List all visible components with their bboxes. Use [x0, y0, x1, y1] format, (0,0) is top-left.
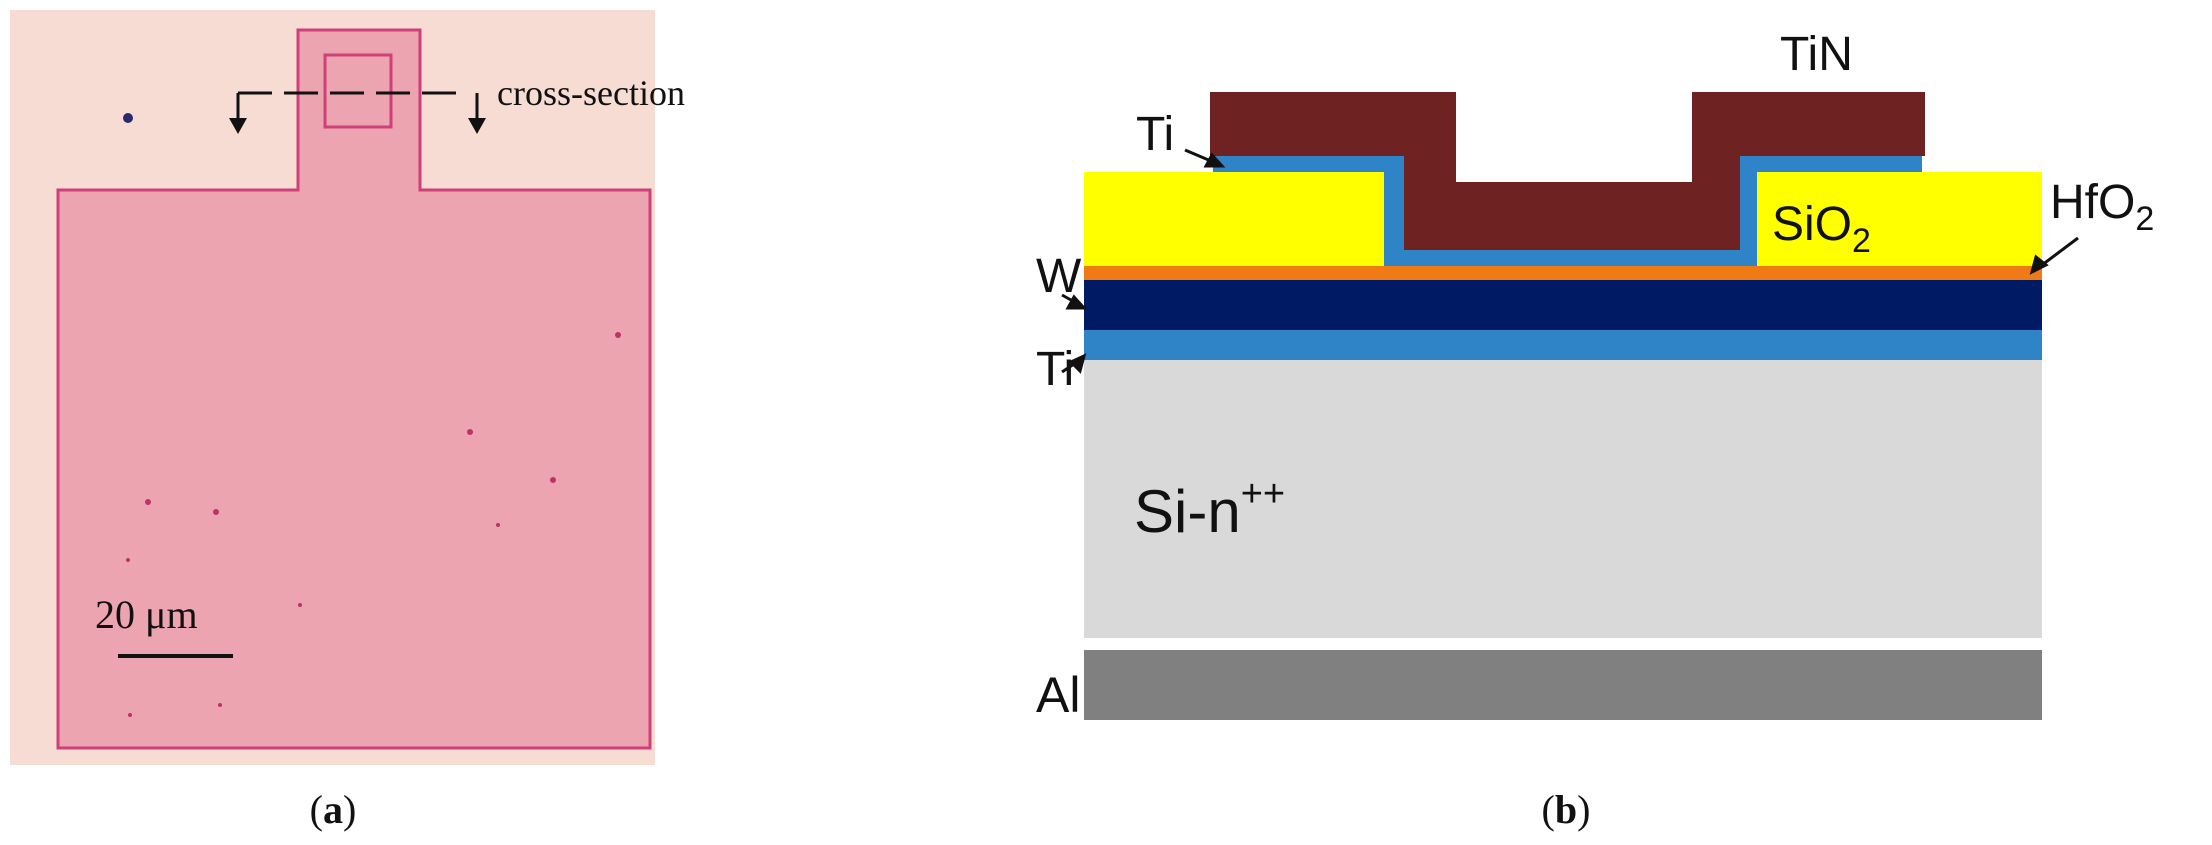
defect-dot [615, 332, 621, 338]
ti-top-liner [1213, 156, 1922, 266]
si-substrate-label: Si-n++ [1134, 473, 1285, 545]
panel-b: TiN Ti SiO2 HfO2 W Ti Si-n++ Al (b) [1036, 28, 2154, 832]
sio2-right [1757, 172, 2042, 266]
defect-dot [218, 703, 222, 707]
ti-bottom-layer [1084, 328, 2042, 360]
w-label: W [1036, 250, 1082, 303]
sio2-left [1084, 172, 1384, 266]
leader-arrows [1061, 148, 2079, 374]
cross-section-marker [236, 91, 479, 122]
cross-section-label: cross-section [497, 73, 685, 113]
panel-a-caption: (a) [310, 787, 357, 832]
al-label: Al [1036, 667, 1080, 723]
w-layer [1084, 280, 2042, 330]
defect-dot [550, 477, 556, 483]
ti-top-label: Ti [1136, 108, 1174, 161]
defect-dot [213, 509, 219, 515]
panel-a: cross-section 20 μm (a) [10, 10, 685, 832]
tin-electrode [1210, 92, 1925, 250]
cross-section-arrowhead-left [229, 118, 247, 134]
defect-dot [467, 429, 473, 435]
hfo2-label: HfO2 [2050, 176, 2154, 238]
via-window [323, 53, 393, 129]
tin-label: TiN [1780, 28, 1853, 81]
defect-dot [126, 558, 130, 562]
defect-dot [128, 713, 132, 717]
scale-bar-label: 20 μm [95, 592, 198, 637]
ti-bottom-label: Ti [1036, 343, 1074, 396]
sio2-label: SiO2 [1772, 198, 1871, 260]
hfo2-layer [1084, 266, 2042, 280]
cross-section-arrowhead-right [468, 118, 486, 134]
defect-dot [145, 499, 151, 505]
al-layer [1084, 650, 2042, 720]
defect-dot [123, 113, 133, 123]
defect-dot [298, 603, 302, 607]
defect-dot [496, 523, 500, 527]
device-pad [56, 28, 652, 750]
panel-b-caption: (b) [1542, 787, 1591, 832]
si-substrate [1084, 358, 2042, 638]
